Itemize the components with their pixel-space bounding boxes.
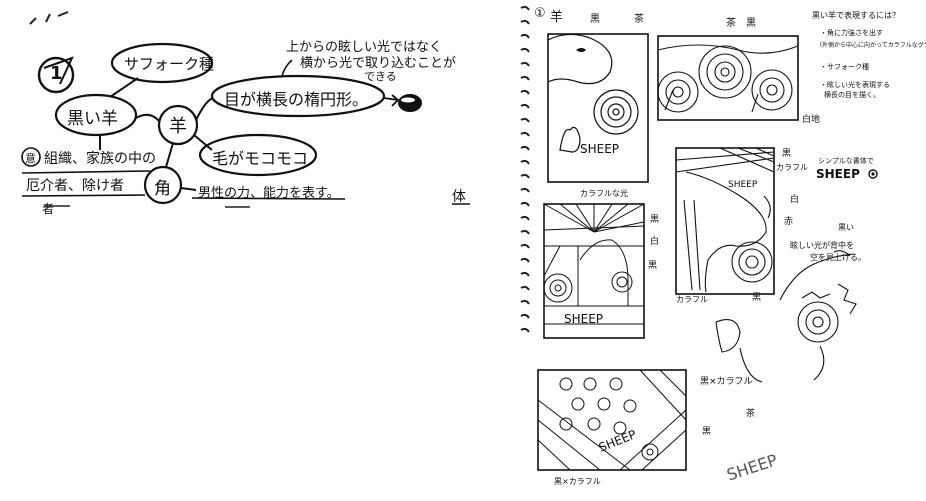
note-top-3: できる — [364, 70, 397, 83]
notes-sub-1: （外側から中心に向かってカラフルなグラデーション） — [816, 42, 926, 49]
notes-item-1: ・角に力強さを出す — [820, 29, 883, 37]
panel-e-label-1: 黒×カラフル — [700, 377, 753, 387]
mindmap-lines — [21, 11, 470, 208]
node-me: 目が横長の楕円形。 — [224, 90, 369, 109]
left-note-2: 厄介者、除け者 — [26, 178, 124, 194]
panel-b-side: 白地 — [802, 115, 821, 125]
mabushii-note: 眩しい光が背中を — [790, 241, 854, 250]
panel-b-label-1: 黒 — [746, 18, 756, 29]
panel-e-label-2: 黒 — [702, 427, 712, 437]
sheep-logo-note: シンプルな書体で — [818, 157, 874, 165]
mindmap-page: 1 サフォーク種 黒い羊 羊 目が横長の楕円形。 毛がモコモコ 角 上からの眩し… — [21, 11, 470, 216]
mabushii-note-2: 空を見上げる。 — [810, 253, 866, 262]
tsuno-note: 男性の力、能力を表す。 — [198, 186, 340, 201]
cha-label: 茶 — [746, 409, 756, 419]
panel-c-bottom: カラフル — [676, 295, 708, 304]
mindmap-number: 1 — [50, 63, 63, 84]
header-hitsuji: 羊 — [550, 10, 564, 25]
sheep-logo: SHEEP — [816, 167, 860, 181]
panel-d-label-2: 白 — [650, 237, 660, 247]
note-top-1: 上からの眩しい光ではなく — [286, 40, 443, 55]
panel-b-label-2: 茶 — [726, 18, 736, 29]
node-kuroi-hitsuji: 黒い羊 — [67, 109, 118, 129]
node-suffolk: サフォーク種 — [124, 55, 215, 73]
notes-item-2: ・サフォーク種 — [820, 63, 869, 71]
panel-c-label-kuro: 黒 — [782, 149, 792, 159]
notes-title: 黒い羊で表現するには？ — [812, 11, 900, 20]
panel-c-sheep: SHEEP — [728, 180, 758, 190]
panel-d-label-3: 黒 — [648, 261, 658, 271]
panel-c-label-colorful: カラフル — [776, 163, 808, 172]
header-number: ① — [534, 6, 546, 21]
sketchbook-page: ① 羊 黒 茶 SHEEP 黒 茶 白地 SHEEP 黒 カラフル 白 赤 カラ… — [520, 0, 926, 501]
panel-c-label-shiro: 白 — [790, 195, 800, 205]
node-tsuno: 角 — [154, 179, 171, 199]
node-ke: 毛がモコモコ — [212, 149, 309, 168]
cut-bottom: 者 — [42, 202, 55, 216]
panel-c-label-aka: 赤 — [784, 217, 794, 227]
node-hitsuji: 羊 — [169, 116, 187, 137]
left-note-1: 組織、家族の中の — [44, 151, 156, 167]
cut-right: 体 — [452, 189, 466, 205]
panel-d-sheep: SHEEP — [564, 312, 604, 326]
notes-item-3: ・眩しい光を表現する — [820, 81, 890, 89]
left-prefix: 意 — [25, 152, 36, 165]
panel-c-side-kuro: 黒 — [752, 293, 762, 303]
notes-sub-2: 横長の目を描く。 — [824, 91, 880, 99]
kuroi-label: 黒い — [838, 223, 854, 232]
header-kuro: 黒 — [590, 14, 600, 25]
panel-e-bottom: 黒×カラフル — [554, 477, 601, 486]
header-cha: 茶 — [634, 14, 644, 25]
panel-d-top: カラフルな光 — [580, 189, 628, 198]
panel-d-label-1: 黒 — [650, 215, 660, 225]
note-top-2: 横から光で取り込むことが — [300, 56, 457, 71]
panel-a-sheep: SHEEP — [580, 142, 620, 156]
sketch-drawings — [520, 5, 878, 471]
